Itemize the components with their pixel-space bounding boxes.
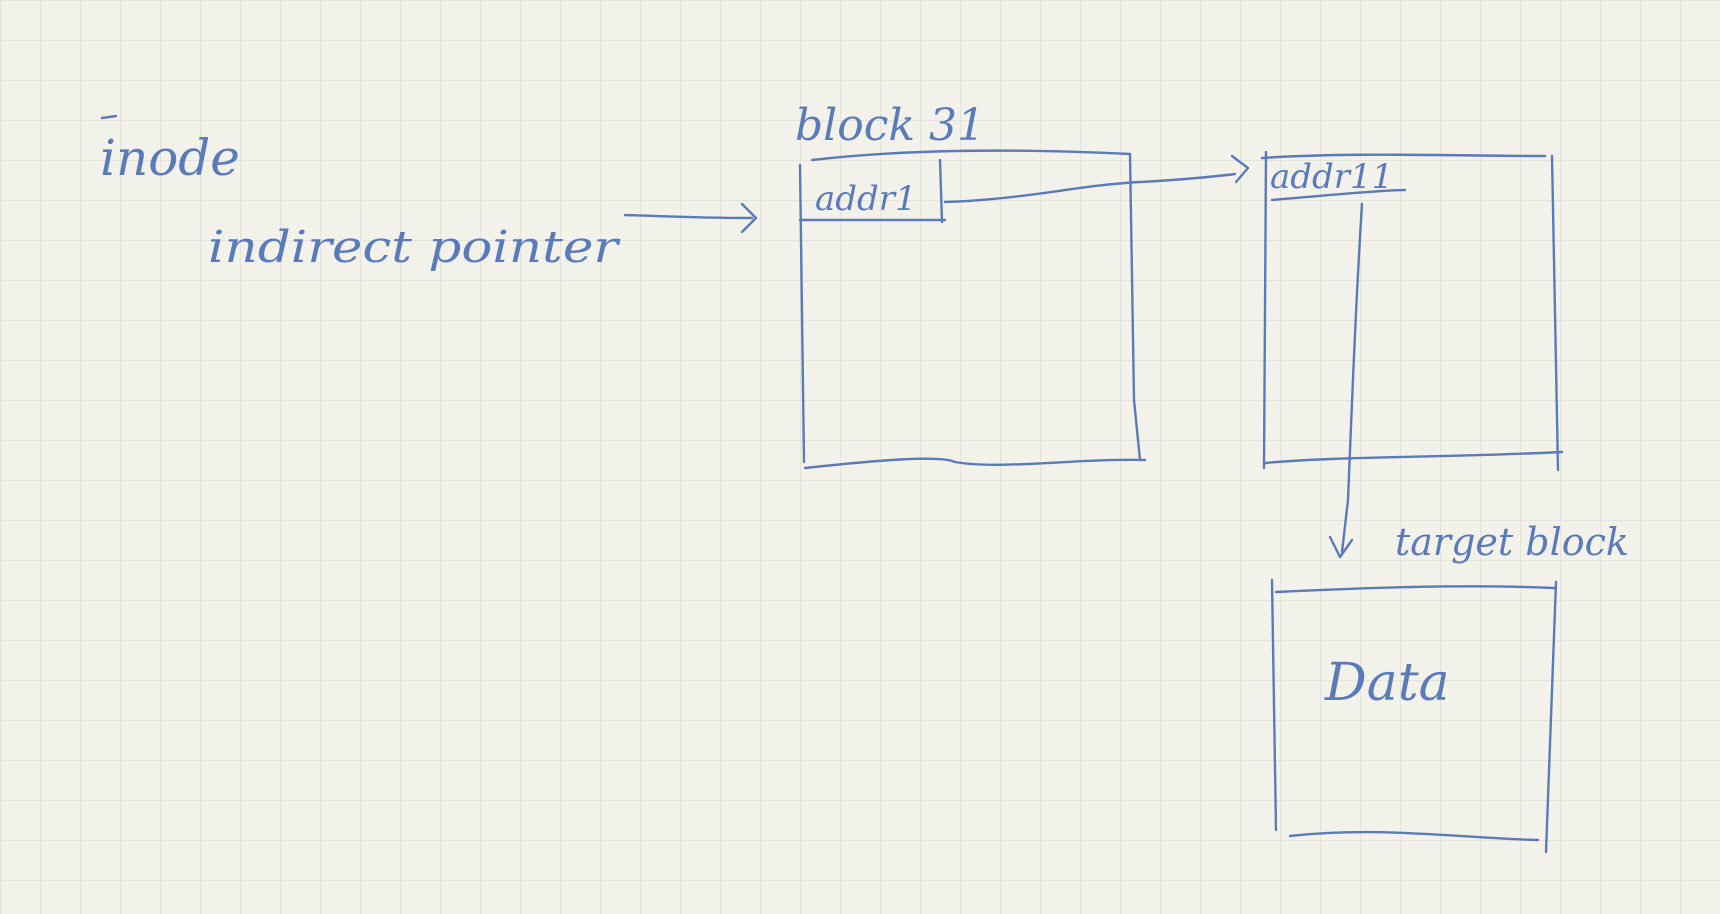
- target-arrow-head: [1328, 535, 1354, 559]
- data-block-left: [1270, 578, 1278, 832]
- block-31-bottom: [803, 457, 1147, 470]
- data-block-top: [1274, 585, 1557, 594]
- addr1-arrow-head: [1230, 154, 1250, 184]
- indirect-block-bottom: [1263, 450, 1564, 465]
- addr1-cell-divider: [938, 158, 944, 224]
- block-31-top: [810, 149, 1132, 162]
- indirect-block-left: [1262, 150, 1268, 470]
- inode-label: inode: [100, 129, 240, 187]
- addr11-cell-bottom: [1270, 188, 1407, 202]
- data-block-right: [1544, 580, 1558, 854]
- inode-stroke: [100, 114, 118, 120]
- block-31-left: [798, 163, 806, 464]
- target-arrow-line: [1340, 202, 1364, 554]
- target-block-label: target block: [1395, 520, 1629, 564]
- indirect-pointer-label: indirect pointer: [208, 222, 621, 273]
- data-label: Data: [1324, 653, 1450, 713]
- data-block-bottom: [1288, 830, 1540, 842]
- addr11-label: addr11: [1270, 157, 1393, 197]
- addr1-label: addr1: [815, 179, 917, 219]
- indirect-block-top: [1260, 153, 1547, 160]
- indirect-block-right: [1550, 154, 1560, 472]
- pointer-arrow-line: [623, 213, 754, 220]
- pointer-arrow-head: [740, 202, 758, 234]
- block-31-label: block 31: [795, 100, 985, 151]
- addr1-arrow-line: [943, 172, 1237, 204]
- block-31-right: [1128, 152, 1142, 462]
